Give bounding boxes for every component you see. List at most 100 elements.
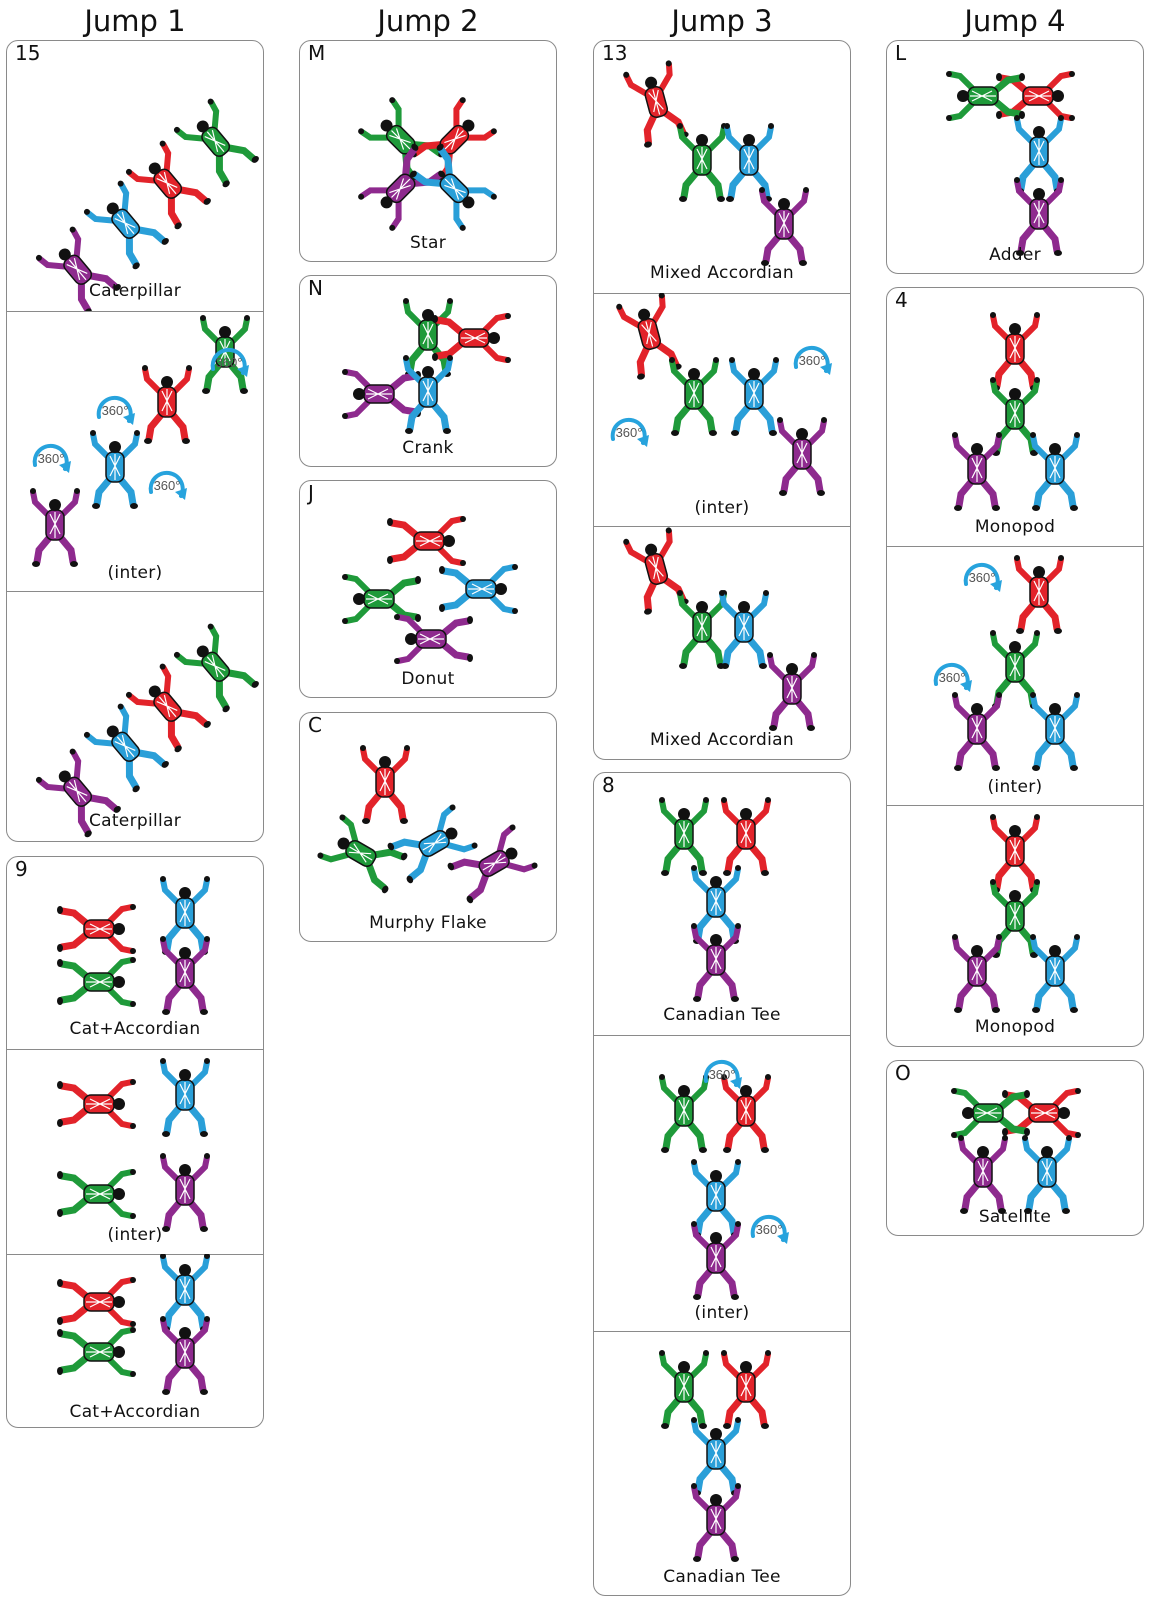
jump-title: Jump 4: [885, 4, 1145, 38]
formation-section: 360° 360° (inter): [594, 293, 850, 526]
formation-section: 360° 360° 360° 360° (inter): [7, 311, 263, 591]
rotation-arrow-icon: 360°: [35, 446, 71, 473]
rotation-label: 360°: [38, 451, 65, 466]
formation-label: (inter): [7, 563, 263, 583]
formation-diagram: [594, 773, 851, 1035]
skydiver-icon: [691, 1221, 741, 1300]
formation-section: 360° 360° (inter): [887, 546, 1143, 805]
skydiver-icon: [173, 97, 262, 190]
skydiver-icon: [387, 516, 466, 566]
skydiver-icon: [160, 1153, 210, 1232]
skydiver-icon: [90, 430, 140, 509]
rotation-arrow-icon: 360°: [613, 420, 649, 447]
rotation-label: 360°: [969, 570, 996, 585]
formation-label: Cat+Accordian: [7, 1019, 263, 1039]
skydiver-icon: [659, 1350, 709, 1429]
skydiver-icon: [57, 1079, 136, 1129]
formation-diagram: [300, 41, 557, 262]
skydiver-icon: [83, 702, 172, 795]
formation-label: Murphy Flake: [300, 913, 556, 933]
skydiver-icon: [30, 488, 80, 567]
rotation-arrow-icon: 360°: [796, 348, 832, 375]
formation-card: O Satellite: [886, 1060, 1144, 1236]
formation-diagram: 360° 360° 360° 360°: [7, 311, 264, 591]
formation-section: (inter): [7, 1049, 263, 1254]
skydiver-icon: [57, 1277, 136, 1327]
skydiver-icon: [1022, 1135, 1072, 1214]
skydiver-icon: [691, 923, 741, 1002]
skydiver-icon: [160, 1316, 210, 1395]
formation-section: Monopod: [887, 805, 1143, 1047]
formation-diagram: [594, 41, 851, 293]
skydiver-icon: [719, 590, 769, 669]
skydiver-icon: [83, 179, 172, 272]
skydiver-icon: [57, 904, 136, 954]
skydiver-icon: [958, 1135, 1008, 1214]
formation-diagram: [300, 481, 557, 698]
formation-section: Caterpillar: [7, 591, 263, 842]
skydiver-icon: [445, 823, 538, 906]
skydiver-icon: [360, 745, 410, 824]
formation-card: M Star: [299, 40, 557, 262]
formation-label: Star: [300, 233, 556, 253]
skydiver-icon: [57, 957, 136, 1007]
formation-card: L Adder: [886, 40, 1144, 274]
formation-label: (inter): [887, 777, 1143, 797]
formation-label: Cat+Accordian: [7, 1402, 263, 1422]
rotation-label: 360°: [216, 355, 243, 370]
rotation-arrow-icon: 360°: [936, 665, 972, 692]
formation-label: Crank: [300, 438, 556, 458]
formation-section: Cat+Accordian: [7, 1254, 263, 1428]
formation-diagram: [594, 1331, 851, 1596]
skydiver-icon: [125, 662, 214, 755]
formation-card: 9 Cat+Accordian (inter) Cat+Accordian: [6, 856, 264, 1428]
rotation-label: 360°: [799, 353, 826, 368]
formation-card: N Crank: [299, 275, 557, 467]
jump-title: Jump 1: [5, 4, 265, 38]
formation-diagram: [887, 41, 1144, 274]
formation-section: 360°360° (inter): [594, 1035, 850, 1331]
skydiver-icon: [721, 1074, 771, 1153]
skydiver-icon: [57, 1169, 136, 1219]
skydiver-icon: [142, 365, 192, 444]
skydiver-icon: [160, 876, 210, 955]
jump-title: Jump 2: [298, 4, 558, 38]
formation-label: Caterpillar: [7, 281, 263, 301]
formation-section: Mixed Accordian: [594, 526, 850, 760]
formation-label: (inter): [594, 498, 850, 518]
skydiver-icon: [1030, 934, 1080, 1013]
skydiver-icon: [659, 797, 709, 876]
formation-section: Canadian Tee: [594, 1331, 850, 1596]
skydiver-icon: [403, 355, 453, 434]
formation-section: Mixed Accordian: [594, 41, 850, 293]
skydiver-icon: [669, 357, 719, 436]
formation-diagram: [7, 591, 264, 842]
skydiver-icon: [1014, 115, 1064, 194]
formation-diagram: [887, 805, 1144, 1047]
skydiver-icon: [1014, 555, 1064, 634]
skydiver-icon: [767, 652, 817, 731]
formation-diagram: 360° 360°: [887, 546, 1144, 805]
formation-label: Donut: [300, 669, 556, 689]
skydiver-icon: [952, 432, 1002, 511]
rotation-arrow-icon: 360°: [99, 398, 135, 425]
jump-title: Jump 3: [592, 4, 852, 38]
skydiver-icon: [729, 357, 779, 436]
skydiver-icon: [951, 1088, 1030, 1138]
skydiver-icon: [691, 865, 741, 944]
formation-label: Satellite: [887, 1207, 1143, 1227]
formation-diagram: [7, 41, 264, 311]
skydiver-icon: [1030, 432, 1080, 511]
skydiver-icon: [659, 1074, 709, 1153]
skydiver-icon: [439, 564, 518, 614]
skydiver-icon: [173, 622, 262, 715]
rotation-arrow-icon: 360°: [151, 473, 187, 500]
skydiver-icon: [432, 313, 511, 363]
formation-card: 8 Canadian Tee 360°360° (inter) Canadian…: [593, 772, 851, 1596]
skydiver-icon: [990, 312, 1040, 391]
formation-card: 13 Mixed Accordian 360°360° (inter) Mixe…: [593, 40, 851, 760]
rotation-label: 360°: [756, 1222, 783, 1237]
formation-label: Mixed Accordian: [594, 263, 850, 283]
skydiver-icon: [990, 814, 1040, 893]
formation-card: C Murphy Flake: [299, 712, 557, 942]
